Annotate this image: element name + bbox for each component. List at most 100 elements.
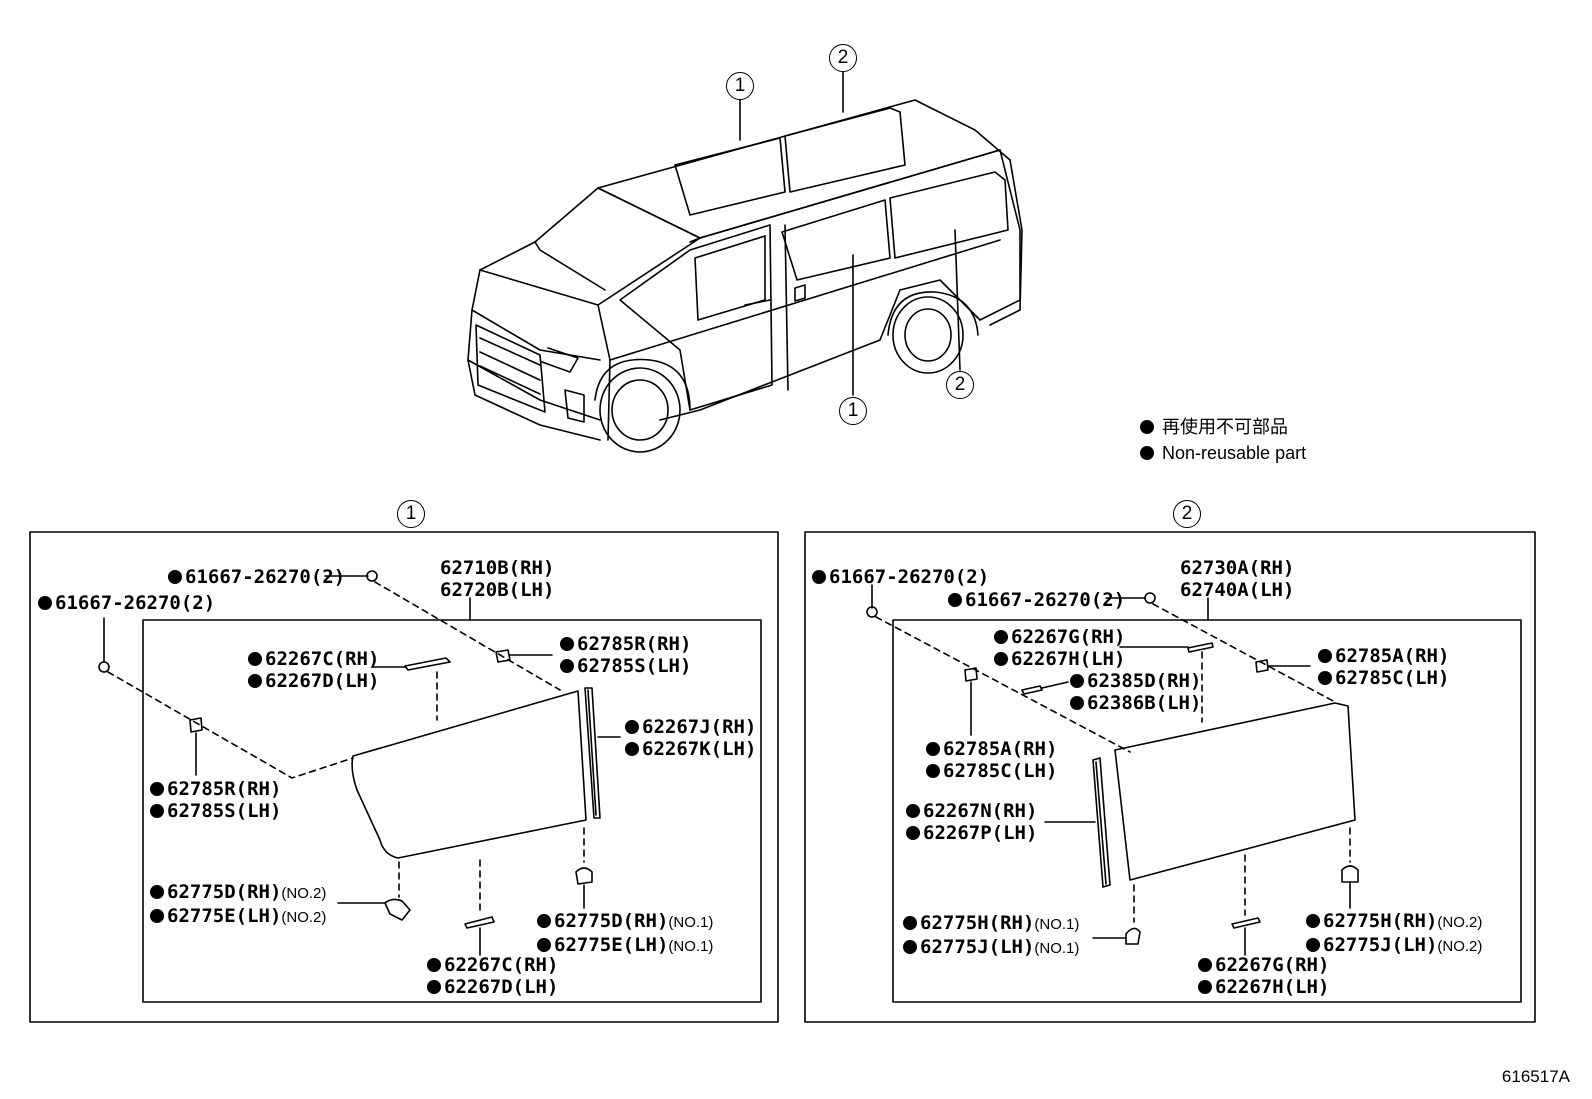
van-illustration <box>467 71 1023 453</box>
p1-clip-a-label: 61667-26270(2) <box>168 566 345 588</box>
part-number: 62785C(LH) <box>943 760 1058 782</box>
p2-stopper-no2-label: 62775H(RH)(NO.2) 62775J(LH)(NO.2) <box>1306 910 1482 958</box>
non-reusable-dot-icon <box>150 782 164 796</box>
panel-1-title: 1 <box>397 500 425 528</box>
legend: 再使用不可部品 Non-reusable part <box>1140 414 1306 466</box>
non-reusable-dot-icon <box>248 674 262 688</box>
part-number: 62730A(RH) <box>1180 557 1295 579</box>
non-reusable-dot-icon <box>560 659 574 673</box>
part-number: 62267C(RH) <box>265 648 380 670</box>
part-number: 62775H(RH) <box>920 912 1035 934</box>
p2-spacer-top-label: 62267G(RH) 62267H(LH) <box>994 626 1125 670</box>
p2-molding-label: 62267N(RH) 62267P(LH) <box>906 800 1037 844</box>
p1-clip-b-label: 61667-26270(2) <box>38 592 215 614</box>
non-reusable-dot-icon <box>906 826 920 840</box>
part-number: 62775D(RH) <box>167 881 282 903</box>
p1-spacer-top-label: 62267C(RH) 62267D(LH) <box>248 648 379 692</box>
part-number: 62720B(LH) <box>440 579 555 601</box>
p2-glass-label: 62730A(RH) 62740A(LH) <box>1180 557 1294 601</box>
p1-stopper-no2-label: 62775D(RH)(NO.2) 62775E(LH)(NO.2) <box>150 881 326 929</box>
non-reusable-dot-icon <box>948 593 962 607</box>
panel-1-linework <box>29 531 779 1023</box>
p2-clip-a-label: 61667-26270(2) <box>812 566 989 588</box>
part-number: 62267H(LH) <box>1011 648 1126 670</box>
part-number: 62785A(RH) <box>943 738 1058 760</box>
part-number: 62785C(LH) <box>1335 667 1450 689</box>
position-note: (NO.1) <box>668 938 714 955</box>
panel-2-linework <box>804 531 1536 1023</box>
non-reusable-dot-icon <box>248 652 262 666</box>
part-number: 62775J(LH) <box>920 936 1035 958</box>
part-number: 61667-26270(2) <box>829 566 990 588</box>
position-note: (NO.1) <box>668 914 714 931</box>
part-number: 62385D(RH) <box>1087 670 1202 692</box>
callout-2-side: 2 <box>946 371 974 399</box>
p2-spacer-bottom-label: 62267G(RH) 62267H(LH) <box>1198 954 1329 998</box>
part-number: 61667-26270(2) <box>185 566 346 588</box>
callout-2-top: 2 <box>829 44 857 72</box>
p2-retainer-left-label: 62785A(RH) 62785C(LH) <box>926 738 1057 782</box>
non-reusable-dot-icon <box>994 630 1008 644</box>
non-reusable-dot-icon <box>1318 649 1332 663</box>
p1-stopper-no1-label: 62775D(RH)(NO.1) 62775E(LH)(NO.1) <box>537 910 713 958</box>
p1-retainer-left-label: 62785R(RH) 62785S(LH) <box>150 778 281 822</box>
non-reusable-dot-icon <box>150 885 164 899</box>
part-number: 62775J(LH) <box>1323 934 1438 956</box>
part-number: 62267C(RH) <box>444 954 559 976</box>
callout-1-top: 1 <box>726 72 754 100</box>
p1-molding-label: 62267J(RH) 62267K(LH) <box>625 716 756 760</box>
non-reusable-dot-icon <box>537 938 551 952</box>
part-number: 62267N(RH) <box>923 800 1038 822</box>
non-reusable-dot-icon <box>1140 446 1154 460</box>
non-reusable-dot-icon <box>560 637 574 651</box>
part-number: 62267G(RH) <box>1011 626 1126 648</box>
part-number: 62775E(LH) <box>167 905 282 927</box>
non-reusable-dot-icon <box>926 742 940 756</box>
position-note: (NO.1) <box>1034 916 1080 933</box>
part-number: 62267H(LH) <box>1215 976 1330 998</box>
position-note: (NO.2) <box>281 885 327 902</box>
non-reusable-dot-icon <box>1070 696 1084 710</box>
part-number: 61667-26270(2) <box>965 589 1126 611</box>
part-number: 62267G(RH) <box>1215 954 1330 976</box>
legend-en: Non-reusable part <box>1140 440 1306 466</box>
part-number: 62710B(RH) <box>440 557 555 579</box>
non-reusable-dot-icon <box>903 916 917 930</box>
part-number: 62267P(LH) <box>923 822 1038 844</box>
non-reusable-dot-icon <box>1306 938 1320 952</box>
non-reusable-dot-icon <box>1198 958 1212 972</box>
part-number: 62740A(LH) <box>1180 579 1295 601</box>
position-note: (NO.1) <box>1034 940 1080 957</box>
non-reusable-dot-icon <box>427 980 441 994</box>
non-reusable-dot-icon <box>906 804 920 818</box>
part-number: 62267J(RH) <box>642 716 757 738</box>
legend-ja-text: 再使用不可部品 <box>1162 417 1288 437</box>
p1-retainer-right-label: 62785R(RH) 62785S(LH) <box>560 633 691 677</box>
part-number: 62785A(RH) <box>1335 645 1450 667</box>
legend-en-text: Non-reusable part <box>1162 443 1307 463</box>
non-reusable-dot-icon <box>38 596 52 610</box>
p1-spacer-bottom-label: 62267C(RH) 62267D(LH) <box>427 954 558 998</box>
non-reusable-dot-icon <box>537 914 551 928</box>
figure-id: 616517A <box>1501 1067 1570 1086</box>
p2-clip-b-label: 61667-26270(2) <box>948 589 1125 611</box>
non-reusable-dot-icon <box>625 742 639 756</box>
part-number: 62785R(RH) <box>167 778 282 800</box>
non-reusable-dot-icon <box>903 940 917 954</box>
non-reusable-dot-icon <box>168 570 182 584</box>
part-number: 62785S(LH) <box>167 800 282 822</box>
legend-ja: 再使用不可部品 <box>1140 414 1306 440</box>
part-number: 61667-26270(2) <box>55 592 216 614</box>
position-note: (NO.2) <box>1437 914 1483 931</box>
position-note: (NO.2) <box>281 909 327 926</box>
non-reusable-dot-icon <box>1198 980 1212 994</box>
part-number: 62785R(RH) <box>577 633 692 655</box>
non-reusable-dot-icon <box>994 652 1008 666</box>
part-number: 62267K(LH) <box>642 738 757 760</box>
p1-glass-label: 62710B(RH) 62720B(LH) <box>440 557 554 601</box>
part-number: 62775E(LH) <box>554 934 669 956</box>
part-number: 62775D(RH) <box>554 910 669 932</box>
non-reusable-dot-icon <box>926 764 940 778</box>
